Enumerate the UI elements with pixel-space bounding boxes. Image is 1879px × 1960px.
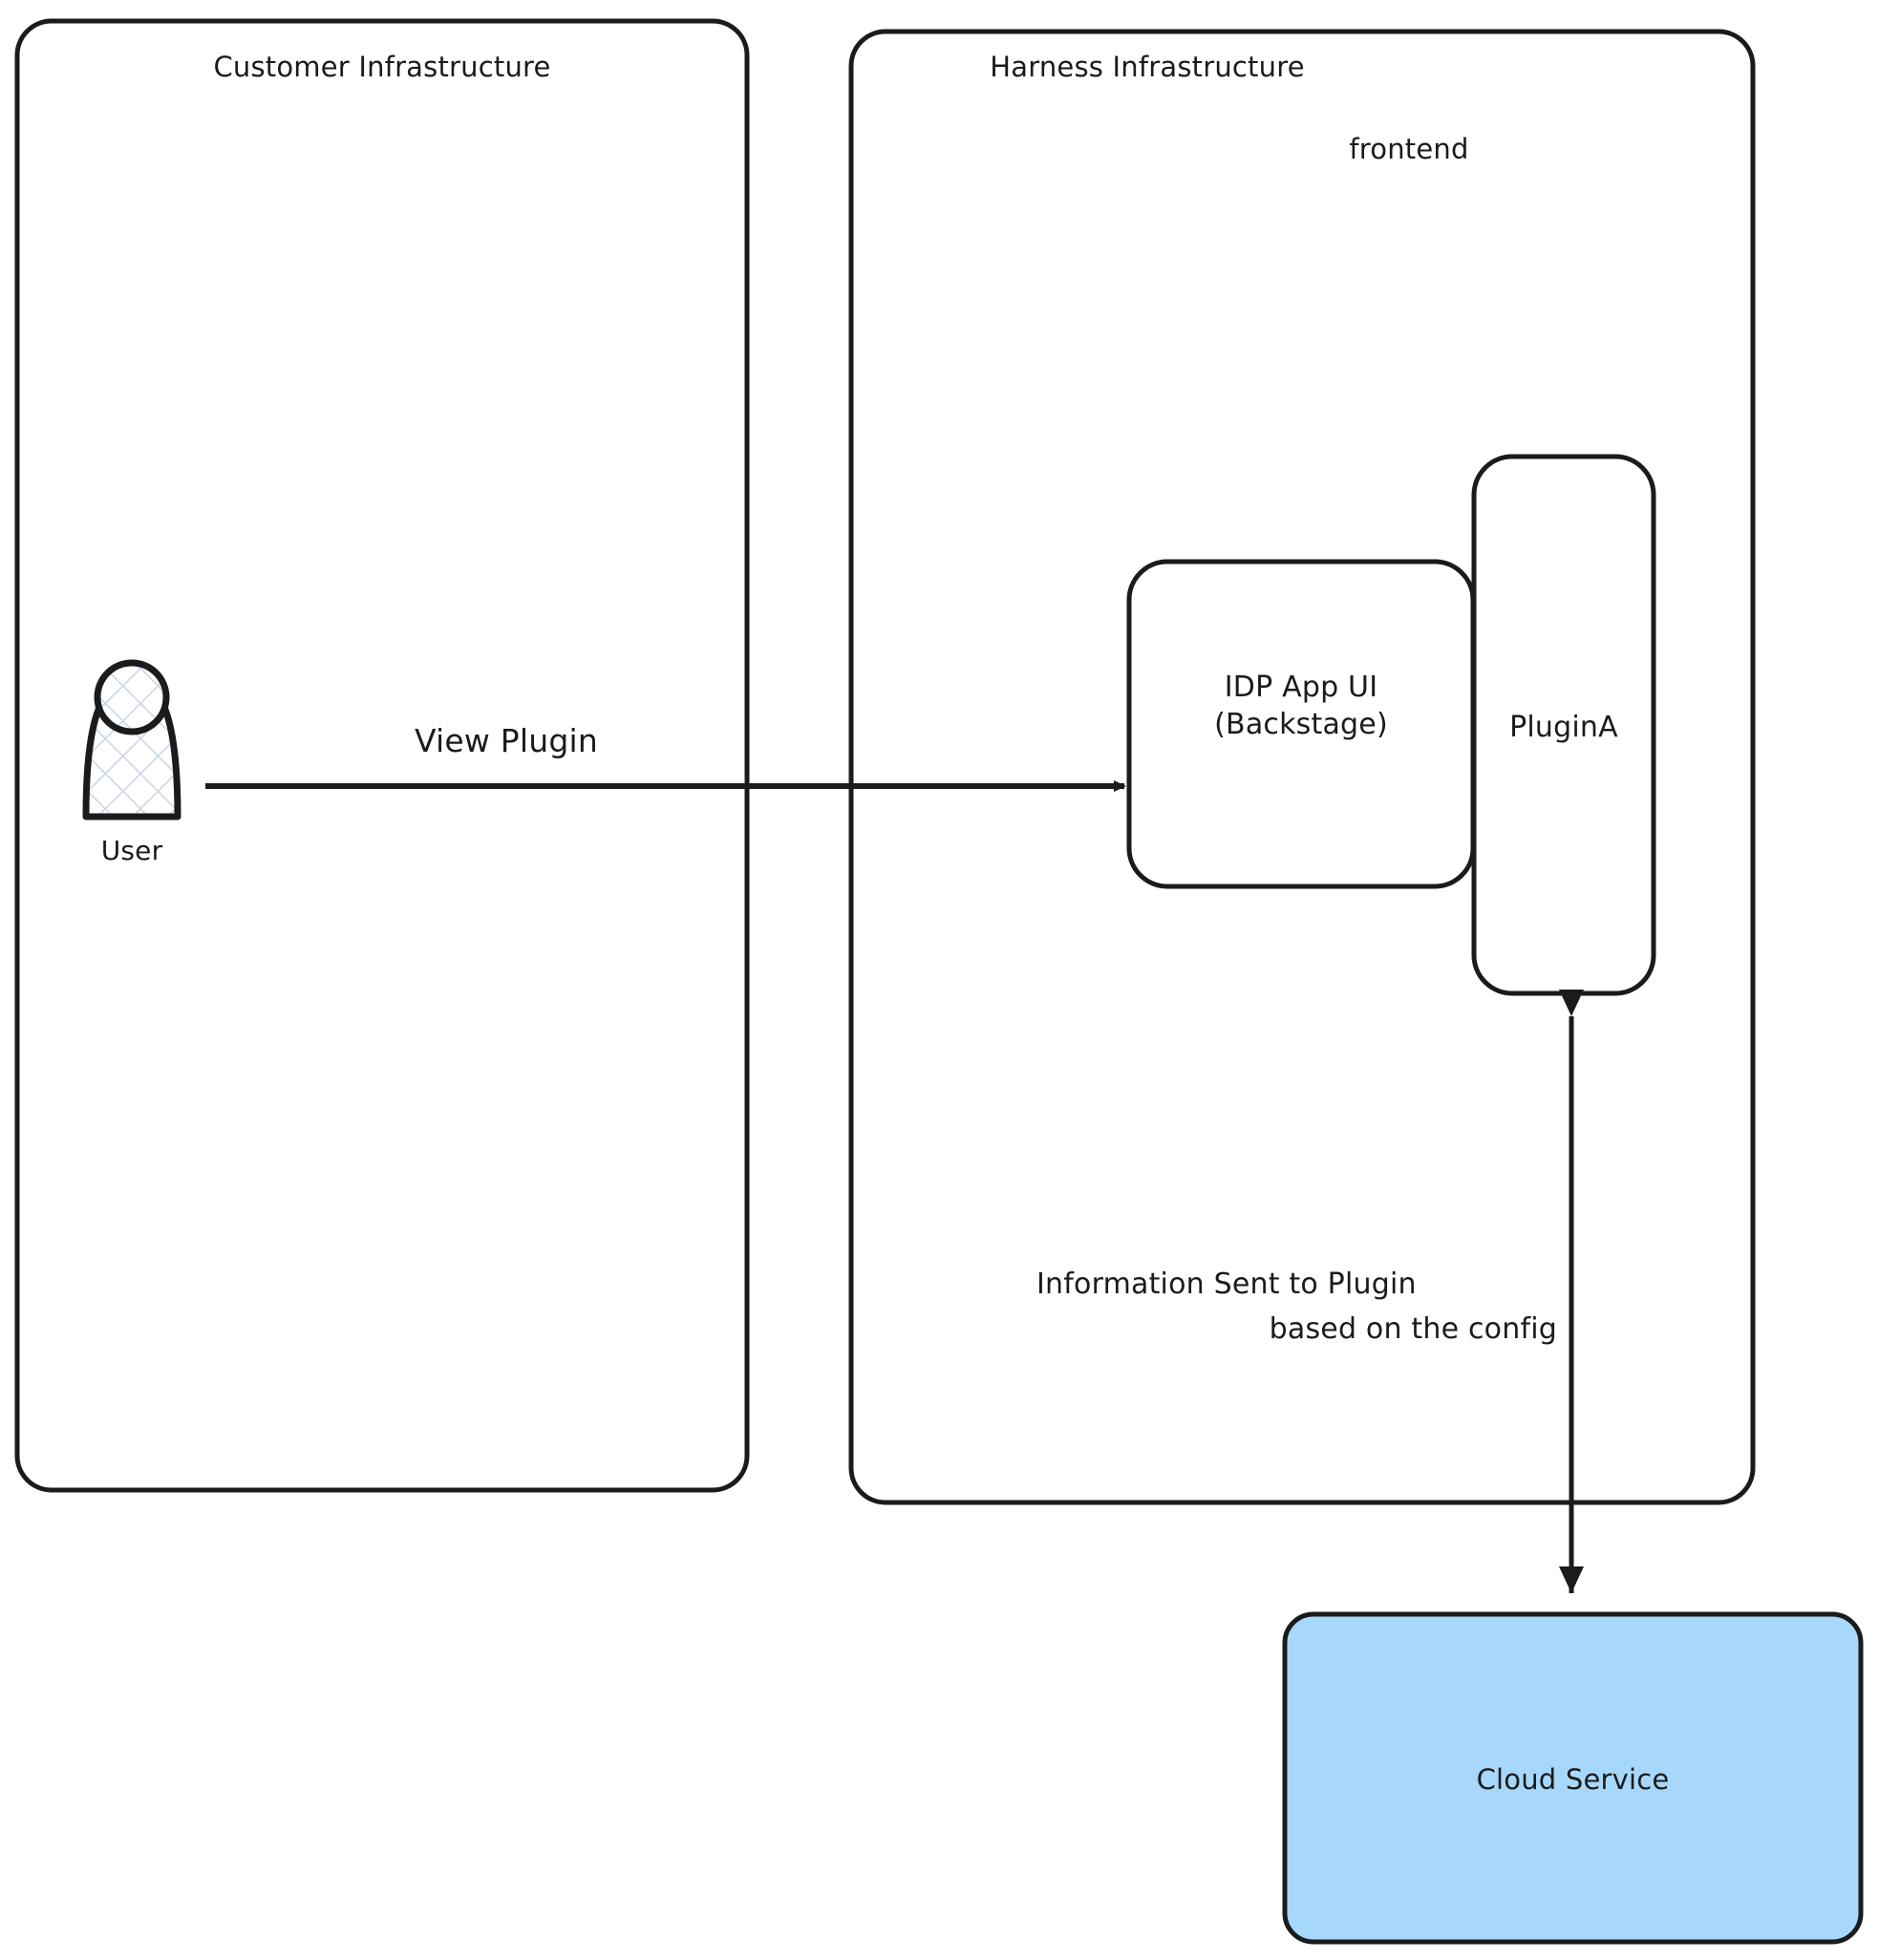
plugin-a-label: PluginA — [1509, 711, 1618, 744]
edge-label-view-plugin: View Plugin — [414, 722, 598, 759]
cloud-service-border — [1282, 1611, 1864, 1945]
container-customer-infrastructure — [14, 18, 750, 1493]
edge-label-information-sent-line-1: Information Sent to Plugin — [1036, 1268, 1417, 1301]
edge-label-information-sent-line-2: based on the config — [1269, 1311, 1557, 1346]
customer-infrastructure-border — [14, 18, 750, 1493]
edge-label-information-sent: Information Sent to Plugin based on the … — [1036, 1263, 1557, 1352]
idp-app-ui-label-line-2: (Backstage) — [1214, 708, 1388, 741]
node-cloud-service[interactable] — [1282, 1611, 1864, 1945]
frontend-group-title: frontend — [1349, 133, 1469, 165]
cloud-service-label: Cloud Service — [1476, 1763, 1670, 1796]
idp-app-ui-label: IDP App UI (Backstage) — [1129, 669, 1473, 743]
user-actor-label: User — [100, 835, 163, 866]
customer-infrastructure-title: Customer Infrastructure — [213, 51, 551, 83]
harness-infrastructure-title: Harness Infrastructure — [990, 51, 1305, 83]
idp-app-ui-label-line-1: IDP App UI — [1224, 671, 1378, 704]
user-head-shape — [94, 659, 170, 735]
user-actor-icon — [82, 659, 181, 820]
